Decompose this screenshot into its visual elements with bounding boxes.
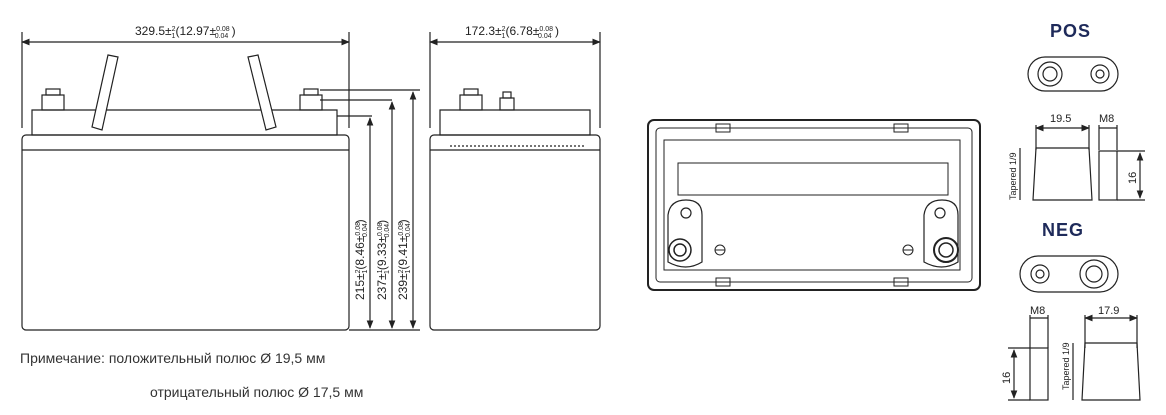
- neg-terminal-detail: [1008, 255, 1141, 401]
- neg-height-label: 16: [1001, 372, 1013, 384]
- neg-bolt-label: M8: [1030, 305, 1045, 317]
- note-line-2: отрицательный полюс Ø 17,5 мм: [150, 384, 364, 400]
- top-view: [647, 119, 981, 291]
- height-total2-label: 239±21(9.41±0.080.04): [396, 219, 412, 300]
- note-label: Примечание:: [20, 350, 105, 366]
- side-view: [429, 32, 601, 331]
- note-positive: положительный полюс Ø 19,5 мм: [108, 350, 326, 366]
- neg-diameter-label: 17.9: [1098, 305, 1119, 317]
- pos-title: POS: [1050, 21, 1091, 41]
- pos-terminal-detail: [1019, 56, 1145, 201]
- pos-height-label: 16: [1127, 172, 1139, 184]
- front-view: [21, 32, 420, 331]
- pos-diameter-label: 19.5: [1050, 113, 1071, 125]
- pos-tapered-label: Tapered 1/9: [1008, 152, 1018, 200]
- pos-bolt-label: M8: [1099, 113, 1114, 125]
- neg-tapered-label: Tapered 1/9: [1061, 342, 1071, 390]
- height-body-label: 215±21(8.46±0.080.04): [353, 219, 369, 300]
- note-line-1: Примечание: положительный полюс Ø 19,5 м…: [20, 350, 325, 366]
- neg-title: NEG: [1042, 220, 1084, 240]
- height-total-label: 237±11(9.33±0.080.04): [375, 220, 391, 300]
- height-dimensions: [366, 91, 417, 329]
